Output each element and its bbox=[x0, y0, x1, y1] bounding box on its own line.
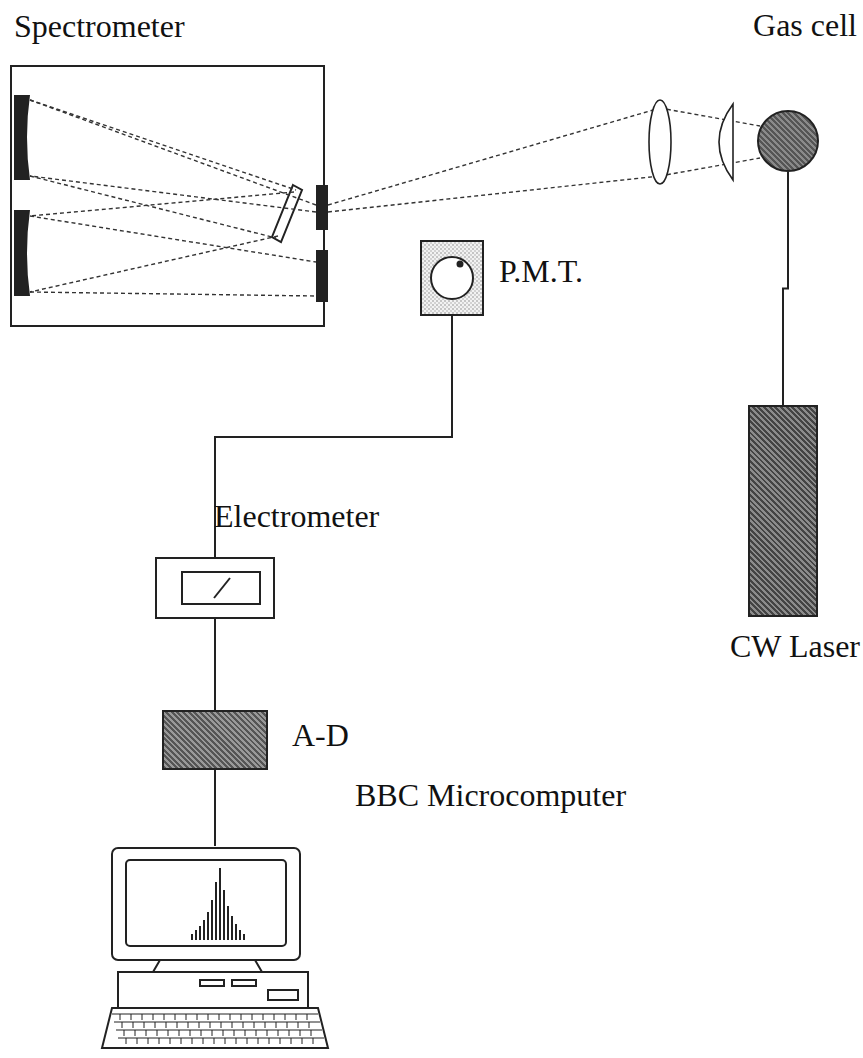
pmt-housing bbox=[420, 240, 484, 316]
meter-needle bbox=[214, 578, 230, 598]
signal-wire bbox=[214, 770, 216, 846]
node-label: Spectrometer bbox=[14, 9, 185, 44]
plano-convex-lens bbox=[719, 104, 733, 180]
collection-lens bbox=[649, 100, 671, 184]
adc-box: A-D bbox=[162, 710, 268, 770]
signal-wire bbox=[215, 316, 452, 557]
concave-mirror bbox=[14, 210, 30, 296]
gas-cell: Gas cell bbox=[757, 110, 819, 172]
meter-face bbox=[182, 572, 260, 604]
spectrometer-box: Spectrometer bbox=[10, 65, 325, 327]
node-label: P.M.T. bbox=[499, 254, 583, 289]
node-label: CW Laser bbox=[730, 629, 860, 664]
signal-wire bbox=[783, 172, 788, 405]
node-label: A-D bbox=[292, 718, 349, 753]
light-path bbox=[30, 100, 760, 296]
node-label: BBC Microcomputer bbox=[355, 778, 626, 813]
node-label: Gas cell bbox=[753, 8, 857, 43]
pmt-tube bbox=[431, 257, 473, 299]
microcomputer: BBC Microcomputer bbox=[103, 846, 327, 1052]
concave-mirror bbox=[14, 95, 30, 180]
microcomputer-illustration bbox=[102, 848, 328, 1048]
electrometer-box: Electrometer bbox=[155, 557, 275, 619]
spectrum-trace bbox=[192, 868, 244, 940]
keyboard-keys bbox=[112, 1014, 324, 1044]
pmt-box: P.M.T. bbox=[420, 240, 484, 316]
entrance-slit bbox=[316, 185, 328, 230]
signal-wire bbox=[214, 619, 216, 710]
node-label: Electrometer bbox=[214, 499, 379, 534]
exit-slit bbox=[316, 250, 328, 302]
pmt-cathode bbox=[457, 261, 464, 268]
laser-box: CW Laser bbox=[748, 405, 818, 617]
